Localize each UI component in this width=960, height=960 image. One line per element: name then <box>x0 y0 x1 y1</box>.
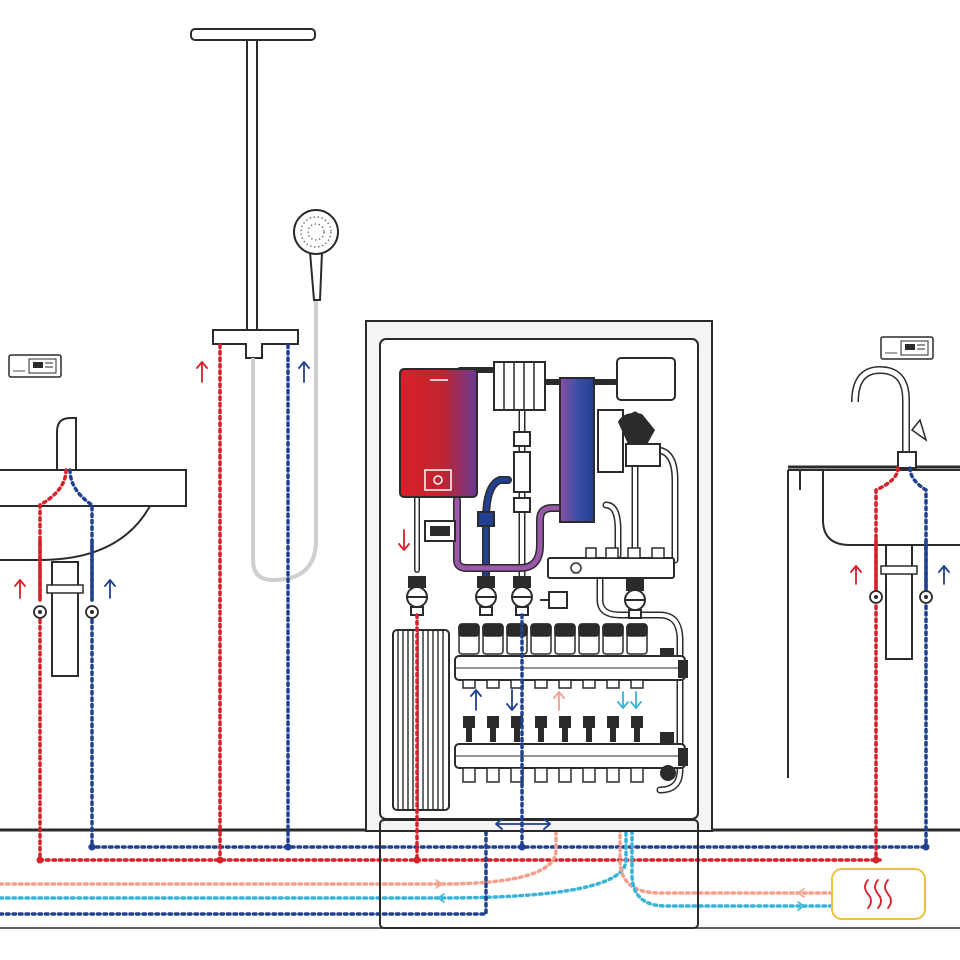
circulation-pump <box>424 520 456 542</box>
heat-source-return-pipe <box>630 698 834 908</box>
motorized-mixing-valve <box>618 413 661 467</box>
heat-storage-module <box>392 629 450 811</box>
kitchen-faucet <box>851 365 910 452</box>
valve-icon <box>406 576 428 616</box>
arrow-icon <box>553 691 565 711</box>
manifold-flow-meters <box>463 716 643 742</box>
left-basin-pipes <box>38 468 94 862</box>
room-thermostat-icon <box>8 354 62 378</box>
heater-control-panel <box>424 469 452 491</box>
instantaneous-water-heater <box>399 368 478 498</box>
water-filter <box>493 361 546 411</box>
manifold-actuators <box>458 623 648 655</box>
valve-icon <box>511 576 533 616</box>
cabinet-floor-pipes <box>415 613 524 862</box>
heat-source-supply-pipe <box>618 698 834 895</box>
heat-waves-icon <box>864 879 892 909</box>
shower-pipes <box>218 343 290 862</box>
arrow-icon <box>797 901 805 911</box>
basin-faucet <box>56 417 77 471</box>
heat-source-box <box>831 868 926 920</box>
floor-heating-return-pipe <box>0 698 628 900</box>
arrow-icon <box>104 579 116 599</box>
hand-shower-handle <box>308 251 324 301</box>
shower <box>190 28 339 583</box>
room-thermostat-icon <box>880 336 934 360</box>
kitchen-sink-valves <box>869 590 933 604</box>
arrow-icon <box>470 689 482 711</box>
kitchen-sink-pipes <box>874 466 928 862</box>
arrow-icon <box>850 565 862 585</box>
arrow-icon <box>437 893 445 903</box>
cabinet-floor-box <box>379 819 699 929</box>
arrow-icon <box>617 691 629 709</box>
hand-shower-head <box>293 209 339 255</box>
arrow-icon <box>196 361 208 383</box>
arrow-icon <box>938 565 950 585</box>
arrow-icon <box>435 879 443 889</box>
left-basin-valves <box>33 605 99 619</box>
arrow-icon <box>630 691 642 709</box>
rain-shower-head <box>190 28 316 41</box>
underfloor-heating-manifold <box>454 623 688 783</box>
arrow-icon <box>797 888 805 898</box>
shower-hose <box>251 300 318 583</box>
arrow-icon <box>398 529 410 551</box>
left-washbasin <box>0 417 187 677</box>
shutoff-valves <box>406 576 646 619</box>
pipe-fittings <box>477 431 531 527</box>
floor-junction-dots <box>36 843 930 864</box>
valve-icon <box>624 579 646 619</box>
arrow-icon <box>14 579 26 599</box>
cabinet-flow-arrows <box>398 529 642 830</box>
arrow-icon <box>506 689 518 711</box>
shower-mixer <box>212 329 299 359</box>
floor-flow-arrows <box>435 879 805 911</box>
left-basin-arrows <box>14 579 116 599</box>
kitchen-sink <box>787 365 960 778</box>
arrow-icon <box>495 818 551 830</box>
valve-icon <box>475 576 497 616</box>
arrow-icon <box>298 361 310 383</box>
kitchen-sink-arrows <box>850 565 950 585</box>
floor-heating-supply-pipe <box>0 698 558 886</box>
distribution-header <box>547 547 675 579</box>
plate-heat-exchanger <box>559 377 595 523</box>
controller-unit <box>597 357 676 473</box>
shower-arrows <box>196 361 310 383</box>
valve-icon <box>540 591 568 609</box>
